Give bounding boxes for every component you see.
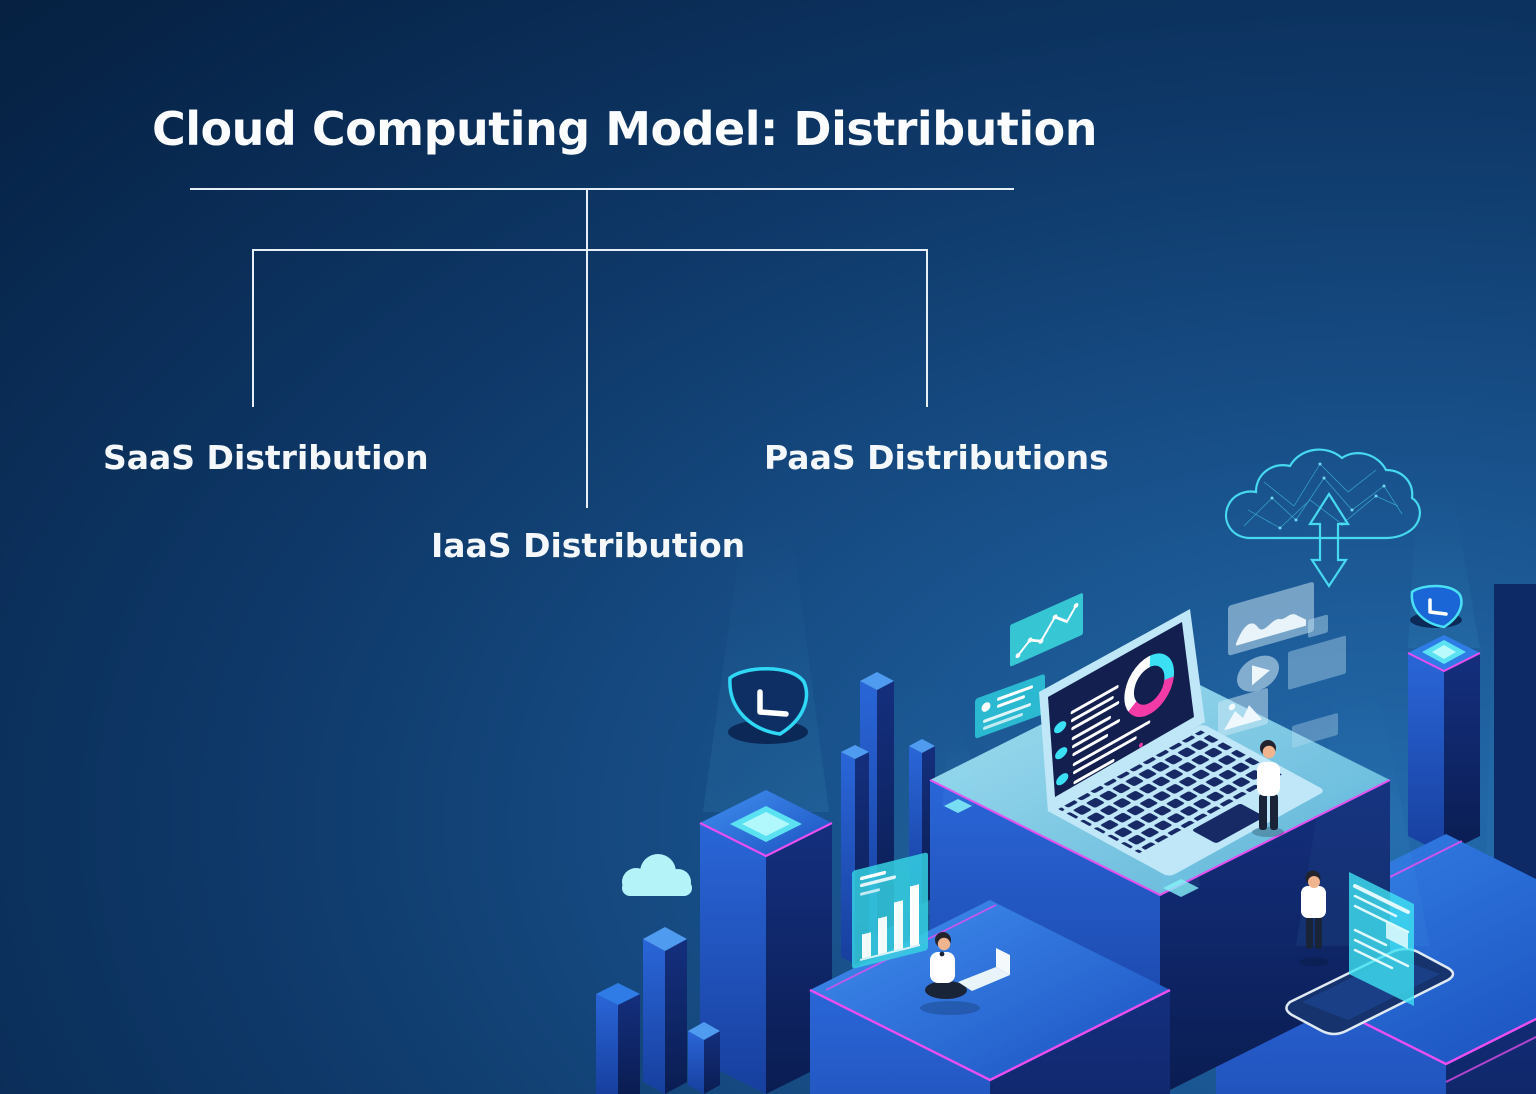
branch-label-saas: SaaS Distribution [103,438,429,477]
blank-panels [1288,614,1346,748]
branch-label-iaas: IaaS Distribution [431,526,746,565]
upload-download-arrow-icon [1308,491,1350,589]
bar-chart-panel-icon [852,852,928,969]
image-thumbnail-icon [1218,688,1268,738]
message-card-icon [975,674,1045,739]
smartphone-document-icon [1285,872,1455,1036]
shield-clock-icon [1410,584,1463,629]
wave-chart-panel-icon [1228,582,1314,656]
line-chart-panel-icon [1010,593,1083,667]
small-cloud-icon [622,854,692,896]
person-standing-icon [1252,740,1284,837]
person-standing-icon [1299,870,1329,967]
donut-chart-icon [1124,653,1175,717]
page-title: Cloud Computing Model: Distribution [152,102,1097,156]
server-tower-icon [596,927,720,1094]
branch-label-paas: PaaS Distributions [764,438,1109,477]
tree-left-line [252,249,254,407]
tree-right-line [926,249,928,407]
laptop-dashboard-icon [1039,609,1323,876]
tree-branch-line [252,249,928,251]
shield-clock-icon [728,667,809,744]
tree-root-rule [190,188,1014,190]
person-sitting-laptop-icon [920,932,1010,1015]
play-button-icon [1237,655,1279,692]
tree-center-line [586,188,588,508]
cloud-illustration [596,448,1536,1094]
wireframe-cloud-icon [1224,448,1421,589]
server-tower-icon [1407,635,1481,854]
